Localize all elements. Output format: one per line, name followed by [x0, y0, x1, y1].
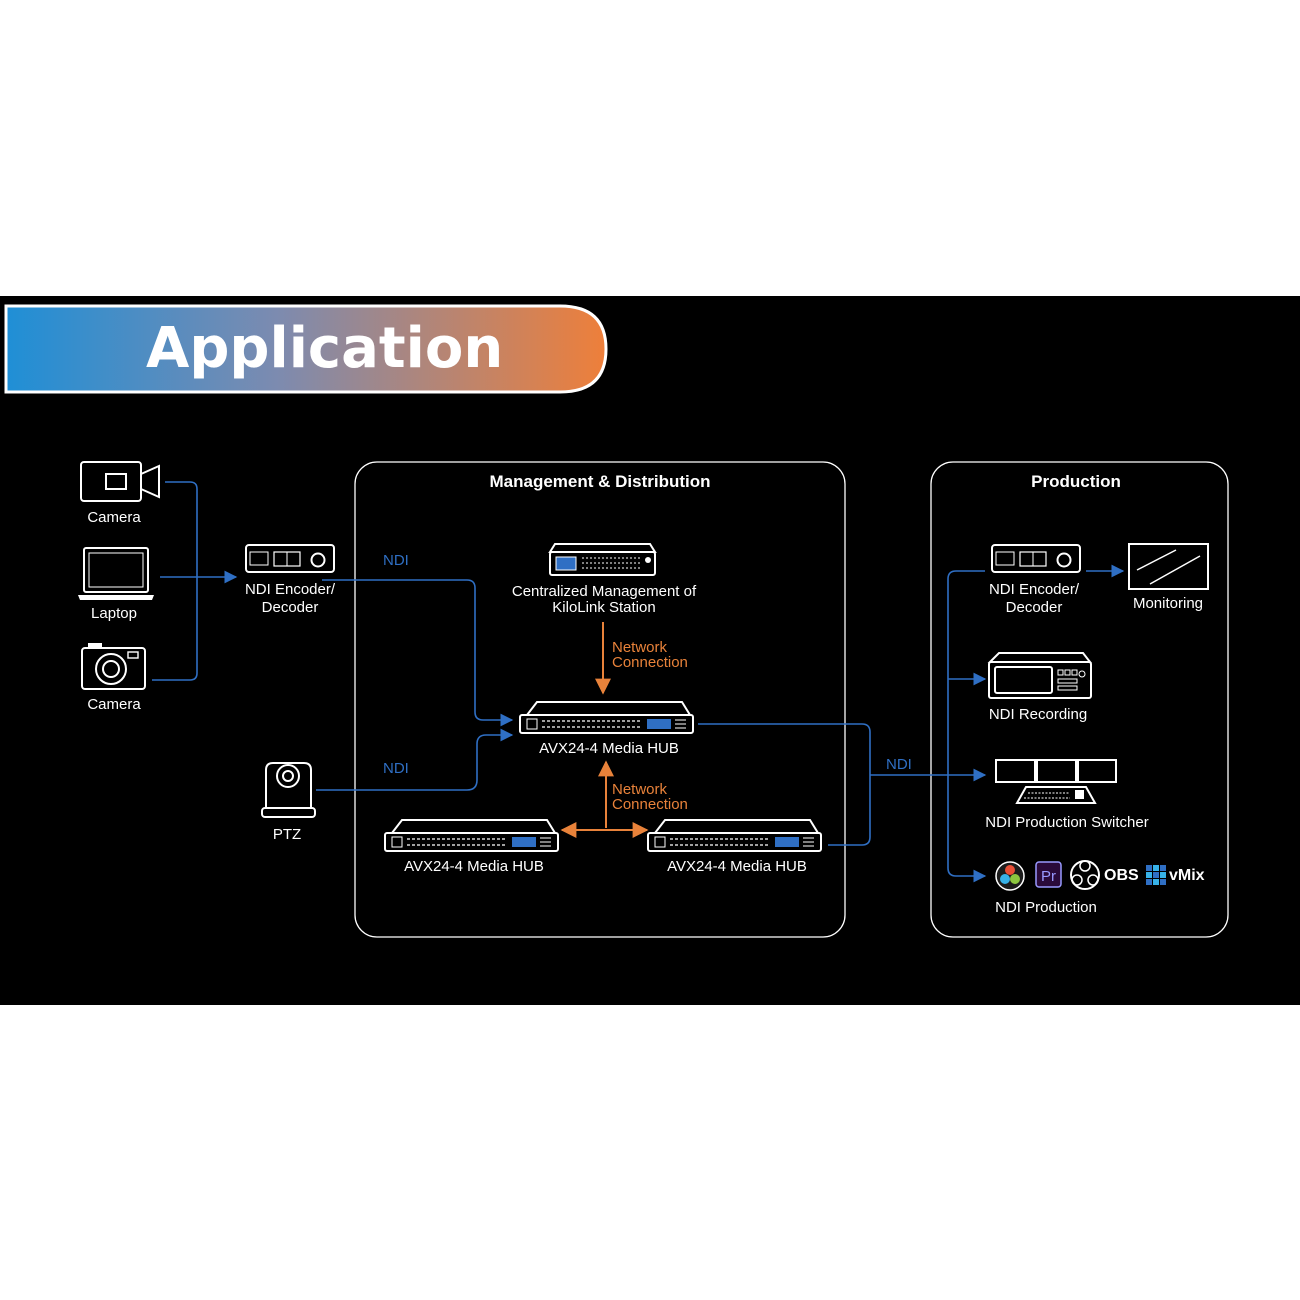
management-title: Management & Distribution	[489, 472, 710, 491]
camera-bottom-label: Camera	[87, 696, 141, 713]
premiere-pro-icon: Pr	[1035, 861, 1062, 888]
diagram-background	[0, 296, 1300, 1005]
software-label: NDI Production	[995, 899, 1097, 916]
premiere-logo-text: Pr	[1041, 868, 1056, 885]
production-encoder-label-line2: Decoder	[1006, 599, 1063, 616]
ptz-label: PTZ	[273, 826, 301, 843]
ndi-encoder-icon	[245, 544, 335, 573]
network-label-bottom-2: Connection	[612, 796, 688, 813]
media-hub-left-icon	[384, 819, 559, 852]
page-title: Application	[146, 316, 503, 381]
network-label-top-1: Network	[612, 639, 668, 656]
network-arrows	[560, 622, 649, 838]
production-switcher-icon	[995, 759, 1117, 804]
switcher-label: NDI Production Switcher	[985, 814, 1148, 831]
kilolink-label-line1: Centralized Management of	[512, 583, 697, 600]
photo-camera-icon	[81, 643, 146, 690]
management-section	[354, 461, 846, 938]
obs-logo-text: OBS	[1104, 867, 1139, 884]
obs-icon: OBS	[1070, 860, 1139, 890]
hub-left-label: AVX24-4 Media HUB	[404, 858, 544, 875]
ndi-label-encoder: NDI	[383, 552, 409, 569]
recording-label: NDI Recording	[989, 706, 1087, 723]
ndi-label-ptz: NDI	[383, 760, 409, 777]
network-label-bottom-1: Network	[612, 781, 668, 798]
kilolink-label-line2: KiloLink Station	[552, 599, 655, 616]
video-camera-icon	[80, 461, 160, 502]
laptop-icon	[78, 547, 154, 600]
davinci-resolve-icon	[995, 861, 1025, 891]
production-title: Production	[1031, 472, 1121, 491]
vmix-icon: vMix	[1146, 865, 1205, 885]
media-hub-right-icon	[647, 819, 822, 852]
title-banner: Application	[4, 304, 608, 394]
network-label-top-2: Connection	[612, 654, 688, 671]
media-hub-main-icon	[519, 701, 694, 734]
production-encoder-icon	[991, 544, 1081, 573]
ndi-label-output: NDI	[886, 756, 912, 773]
laptop-label: Laptop	[91, 605, 137, 622]
monitoring-label: Monitoring	[1133, 595, 1203, 612]
kilolink-station-icon	[548, 543, 657, 576]
camera-top-label: Camera	[87, 509, 141, 526]
recorder-icon	[987, 652, 1093, 699]
ndi-wires	[152, 481, 1125, 883]
ptz-camera-icon	[261, 762, 316, 818]
production-section	[930, 461, 1229, 938]
hub-main-label: AVX24-4 Media HUB	[539, 740, 679, 757]
production-encoder-label-line1: NDI Encoder/	[989, 581, 1080, 598]
hub-right-label: AVX24-4 Media HUB	[667, 858, 807, 875]
monitor-icon	[1128, 543, 1209, 590]
vmix-logo-text: vMix	[1169, 867, 1205, 884]
encoder-label-line2: Decoder	[262, 599, 319, 616]
encoder-label-line1: NDI Encoder/	[245, 581, 336, 598]
